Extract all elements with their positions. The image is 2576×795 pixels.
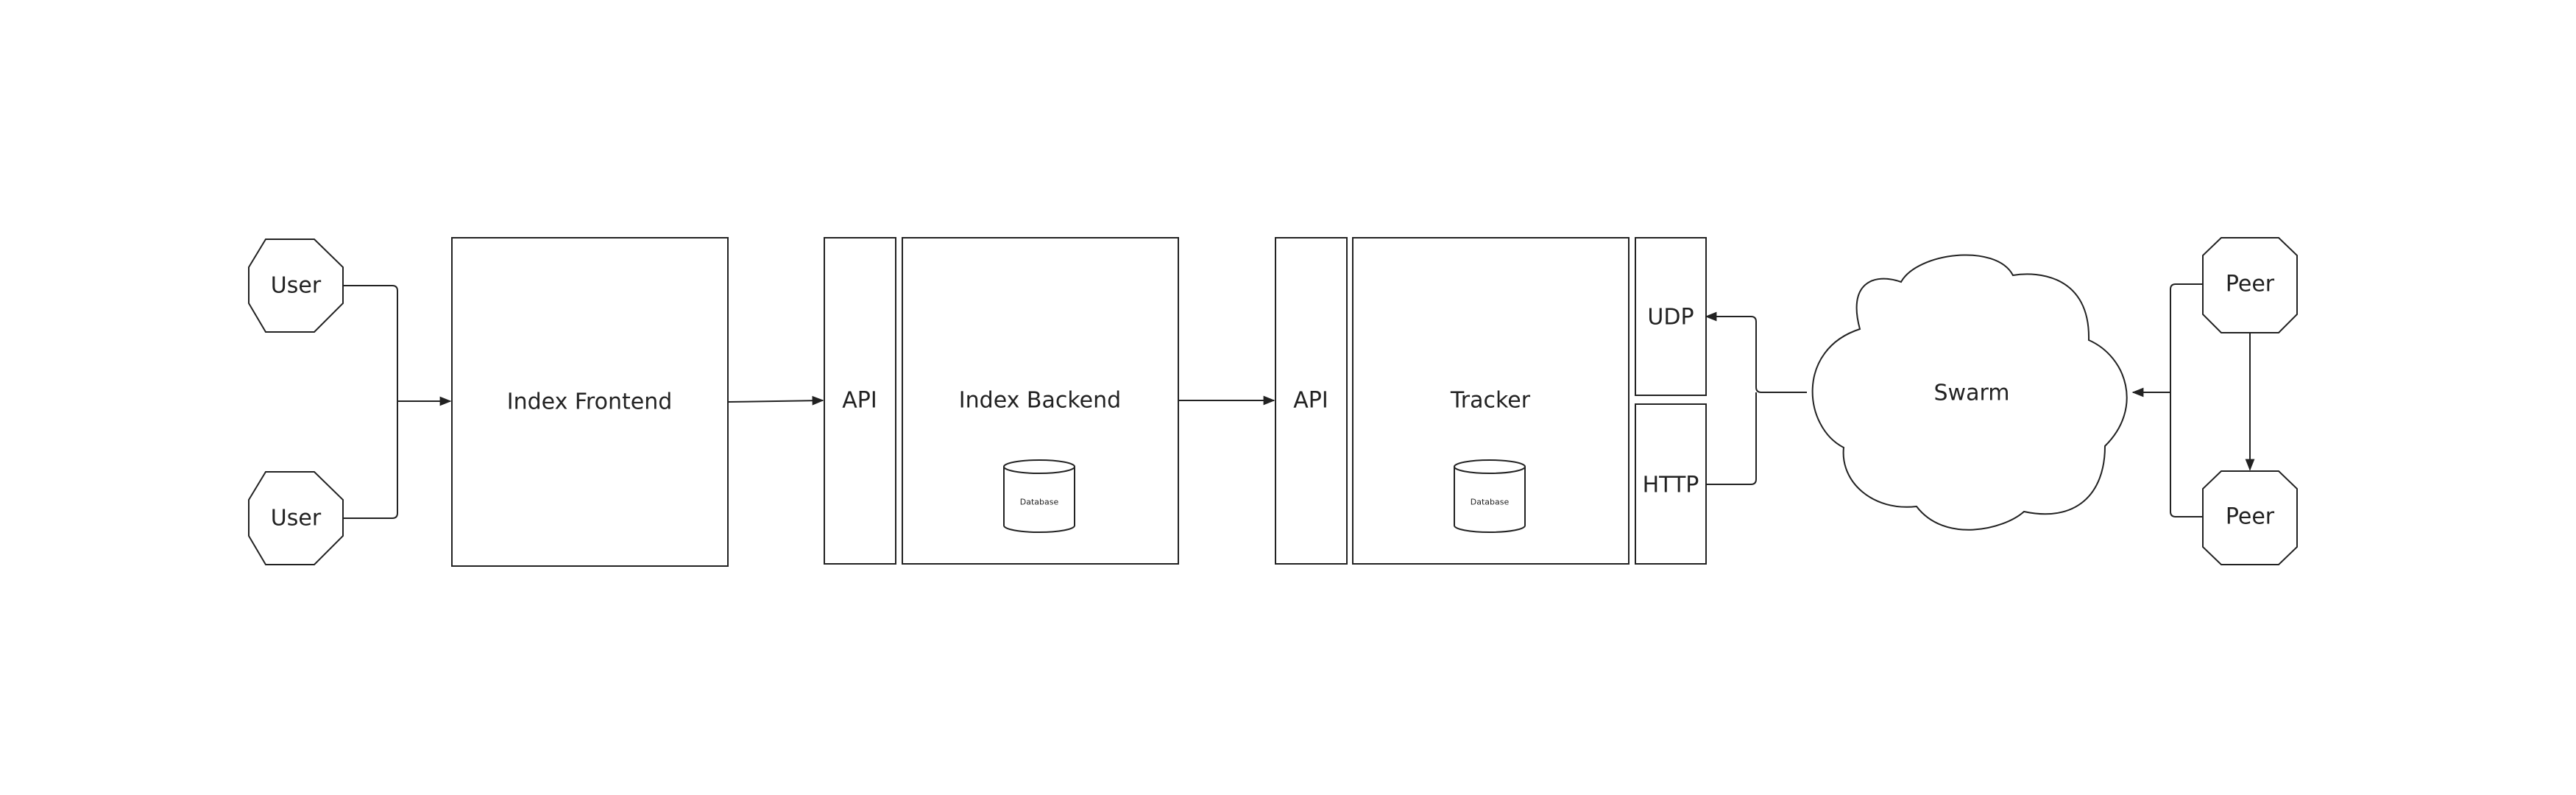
database-label: Database — [1471, 498, 1510, 507]
index-backend-label: Index Backend — [959, 388, 1121, 414]
user-label: User — [271, 506, 322, 531]
http-box: HTTP — [1635, 403, 1707, 565]
http-label: HTTP — [1643, 473, 1699, 498]
user-node: User — [248, 239, 344, 333]
database-icon: Database — [1003, 459, 1075, 533]
swarm-cloud: Swarm — [1811, 254, 2128, 531]
index-frontend-label: Index Frontend — [507, 389, 673, 415]
edge-user-bottom-to-frontend — [343, 401, 398, 519]
peer-node: Peer — [2202, 237, 2298, 333]
edge-http-to-swarm — [1706, 392, 1757, 485]
peer-node: Peer — [2202, 470, 2298, 565]
tracker-label: Tracker — [1450, 388, 1531, 414]
cloud-icon — [1811, 254, 2128, 531]
index-backend-box: Index Backend Database — [902, 237, 1179, 565]
database-label: Database — [1020, 498, 1059, 507]
edge-peer-bottom-to-swarm — [2170, 392, 2203, 517]
tracker-api-box: API — [1275, 237, 1348, 565]
udp-box: UDP — [1635, 237, 1707, 396]
user-node: User — [248, 471, 344, 565]
edge-frontend-to-api — [727, 395, 824, 406]
connectors — [343, 283, 2255, 519]
backend-api-box: API — [824, 237, 896, 565]
database-icon: Database — [1454, 459, 1526, 533]
swarm-label: Swarm — [1934, 381, 2010, 406]
udp-label: UDP — [1647, 305, 1694, 331]
peer-label: Peer — [2226, 504, 2275, 530]
user-label: User — [271, 273, 322, 299]
edge-user-top-to-frontend — [343, 285, 452, 406]
tracker-api-label: API — [1293, 388, 1328, 414]
backend-api-label: API — [842, 388, 877, 414]
edge-swarm-to-udp — [1705, 311, 1807, 393]
peer-label: Peer — [2226, 272, 2275, 297]
index-frontend-box: Index Frontend — [451, 237, 729, 567]
edge-peer-top-to-swarm — [2131, 283, 2203, 398]
tracker-box: Tracker Database — [1352, 237, 1630, 565]
